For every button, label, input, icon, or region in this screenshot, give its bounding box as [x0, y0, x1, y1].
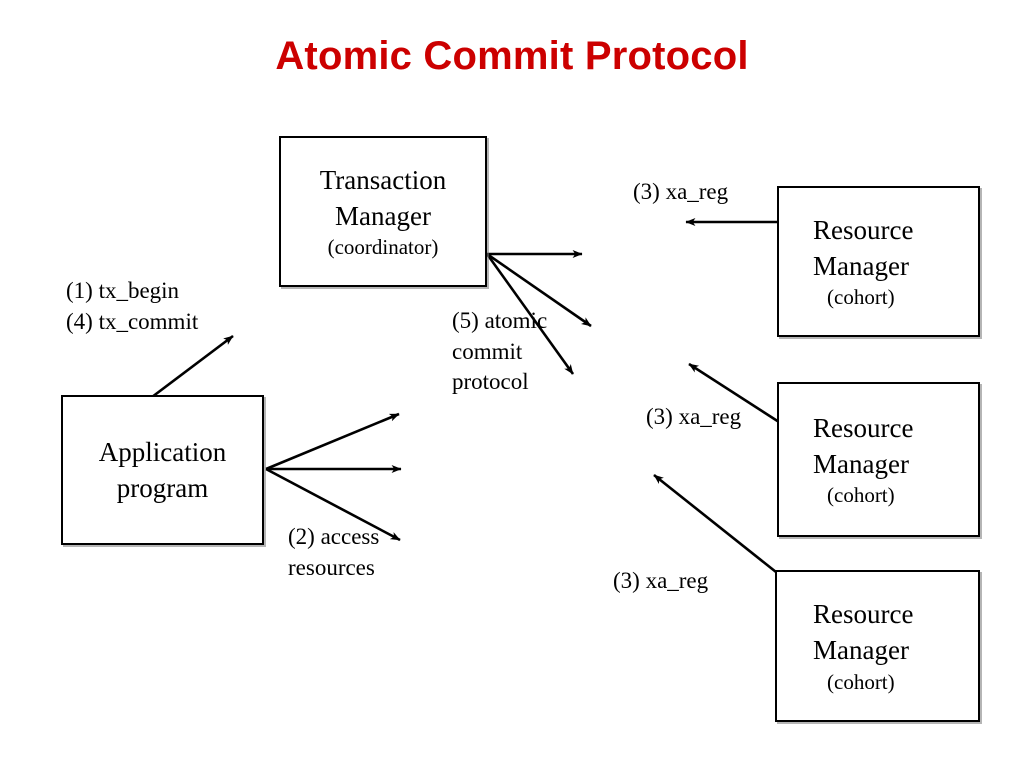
label-xa-reg-2: (3) xa_reg: [646, 404, 742, 429]
node-title-line1: Transaction: [319, 164, 447, 195]
node-resource-manager-3[interactable]: Resource Manager (cohort): [775, 570, 980, 722]
node-subtitle: (cohort): [827, 483, 895, 508]
node-title-line2: Manager: [335, 200, 431, 231]
label-access-resources: (2) access resources: [288, 524, 380, 580]
node-subtitle: (cohort): [827, 669, 895, 694]
arrow-rm3-to-tm: [653, 473, 777, 574]
page-title: Atomic Commit Protocol: [275, 34, 749, 78]
node-subtitle: (coordinator): [327, 235, 439, 260]
node-transaction-manager[interactable]: Transaction Manager (coordinator): [279, 136, 487, 287]
node-title-line2: Manager: [813, 250, 909, 281]
node-title-line1: Resource: [813, 412, 914, 443]
arrow-app-to-tm: [151, 334, 234, 399]
node-title-line1: Resource: [813, 599, 914, 630]
node-title-line2: program: [116, 473, 209, 503]
label-xa-reg-3: (3) xa_reg: [613, 568, 709, 593]
node-subtitle: (cohort): [827, 285, 895, 310]
label-xa-reg-1: (3) xa_reg: [633, 179, 729, 204]
node-title-line2: Manager: [813, 635, 909, 666]
label-atomic-commit-protocol: (5) atomic commit protocol: [452, 308, 548, 395]
node-resource-manager-1[interactable]: Resource Manager (cohort): [777, 186, 980, 337]
arrow-app-to-rm-upper: [265, 412, 400, 471]
node-application-program[interactable]: Application program: [61, 395, 264, 545]
node-title-line1: Application: [98, 436, 227, 467]
node-title-line2: Manager: [813, 448, 909, 479]
label-tx-calls: (1) tx_begin (4) tx_commit: [66, 278, 199, 334]
node-resource-manager-2[interactable]: Resource Manager (cohort): [777, 382, 980, 537]
node-title-line1: Resource: [813, 214, 914, 245]
